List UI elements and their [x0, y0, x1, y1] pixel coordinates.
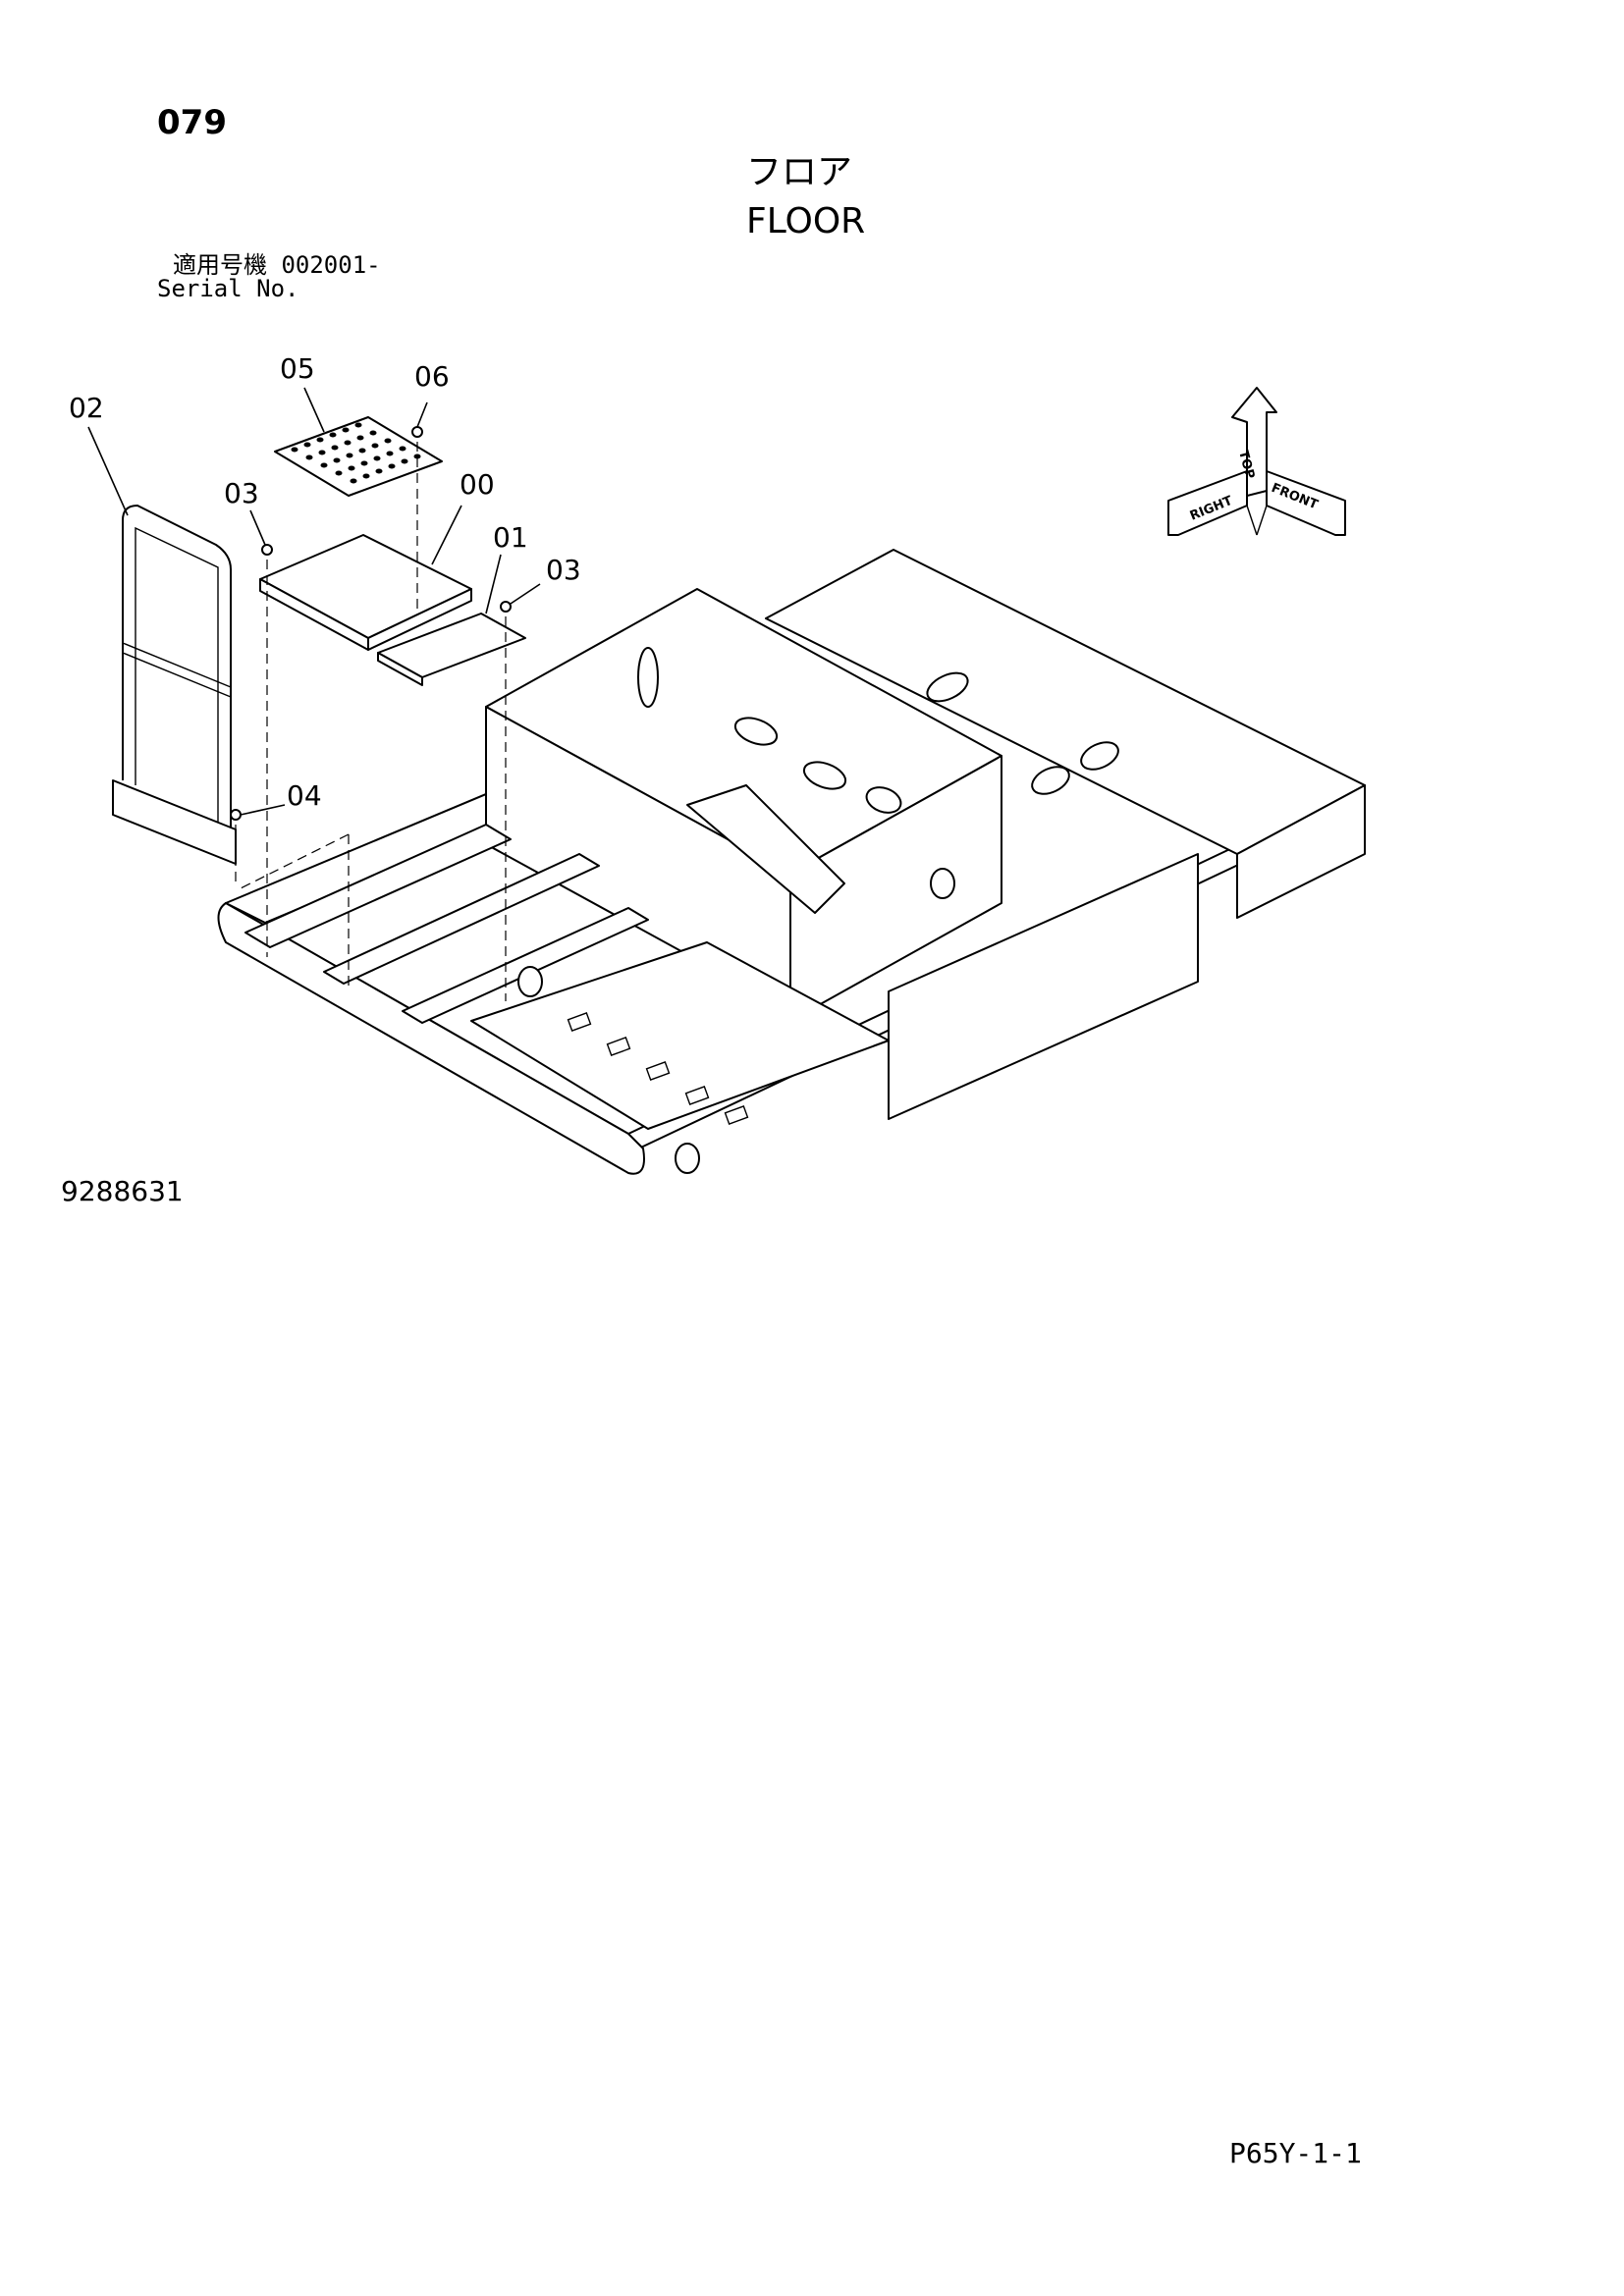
mat-hole [346, 453, 353, 458]
cover-plate-part [377, 613, 526, 686]
mat-hole [401, 458, 408, 464]
mat-hole [388, 463, 396, 469]
mat-hole [384, 438, 392, 444]
mat-hole [356, 435, 364, 441]
mat-hole [316, 437, 324, 443]
callout-06: 06 [414, 360, 450, 393]
mat-hole [303, 442, 311, 448]
mat-hole [333, 457, 341, 463]
mat-hole [331, 445, 339, 451]
serial-label-english: Serial No. [157, 275, 299, 302]
mat-holes [291, 422, 421, 484]
assembly-lines [235, 442, 507, 1001]
mat-hole [329, 432, 337, 438]
mat-hole [305, 454, 313, 460]
callout-00: 00 [460, 468, 495, 501]
title-japanese: フロア [746, 152, 853, 192]
callout-01: 01 [493, 521, 528, 554]
mat-hole [350, 478, 357, 484]
mat-hole [371, 443, 379, 449]
mat-hole [318, 450, 326, 455]
callout-02: 02 [69, 392, 104, 424]
mat-hole [386, 451, 394, 456]
mat-hole [358, 448, 366, 454]
callout-03-right: 03 [546, 554, 581, 586]
floor-frame [217, 549, 1366, 1175]
mat-hole [399, 446, 406, 452]
mat-hole [360, 460, 368, 466]
mat-hole [413, 454, 421, 459]
mat-hole [348, 465, 355, 471]
title-english: FLOOR [746, 201, 866, 241]
floor-mat-part [274, 416, 443, 497]
serial-label-japanese: 適用号機 002001- [173, 251, 381, 279]
mat-hole [354, 422, 362, 428]
callout-leaders [87, 387, 541, 816]
mat-hole [291, 447, 298, 453]
callout-04: 04 [287, 779, 322, 812]
mat-hole [373, 455, 381, 461]
orientation-top-label: TOP [1235, 449, 1257, 480]
mat-hole [335, 470, 343, 476]
callout-05: 05 [280, 352, 315, 385]
mat-hole [362, 473, 370, 479]
mat-hole [320, 462, 328, 468]
handrail-part [112, 505, 237, 865]
mat-hole [344, 440, 352, 446]
callout-03-left: 03 [224, 477, 259, 509]
orientation-indicator: TOP RIGHT FRONT [1167, 387, 1346, 536]
mat-hole [369, 430, 377, 436]
figure-number: 9288631 [61, 1175, 184, 1207]
page-number: 079 [157, 103, 227, 142]
mat-hole [342, 427, 350, 433]
mat-hole [375, 468, 383, 474]
page-code: P65Y-1-1 [1229, 2137, 1362, 2169]
callouts: 02 05 06 03 00 01 03 04 [69, 352, 581, 812]
floor-plate-part [259, 534, 472, 651]
